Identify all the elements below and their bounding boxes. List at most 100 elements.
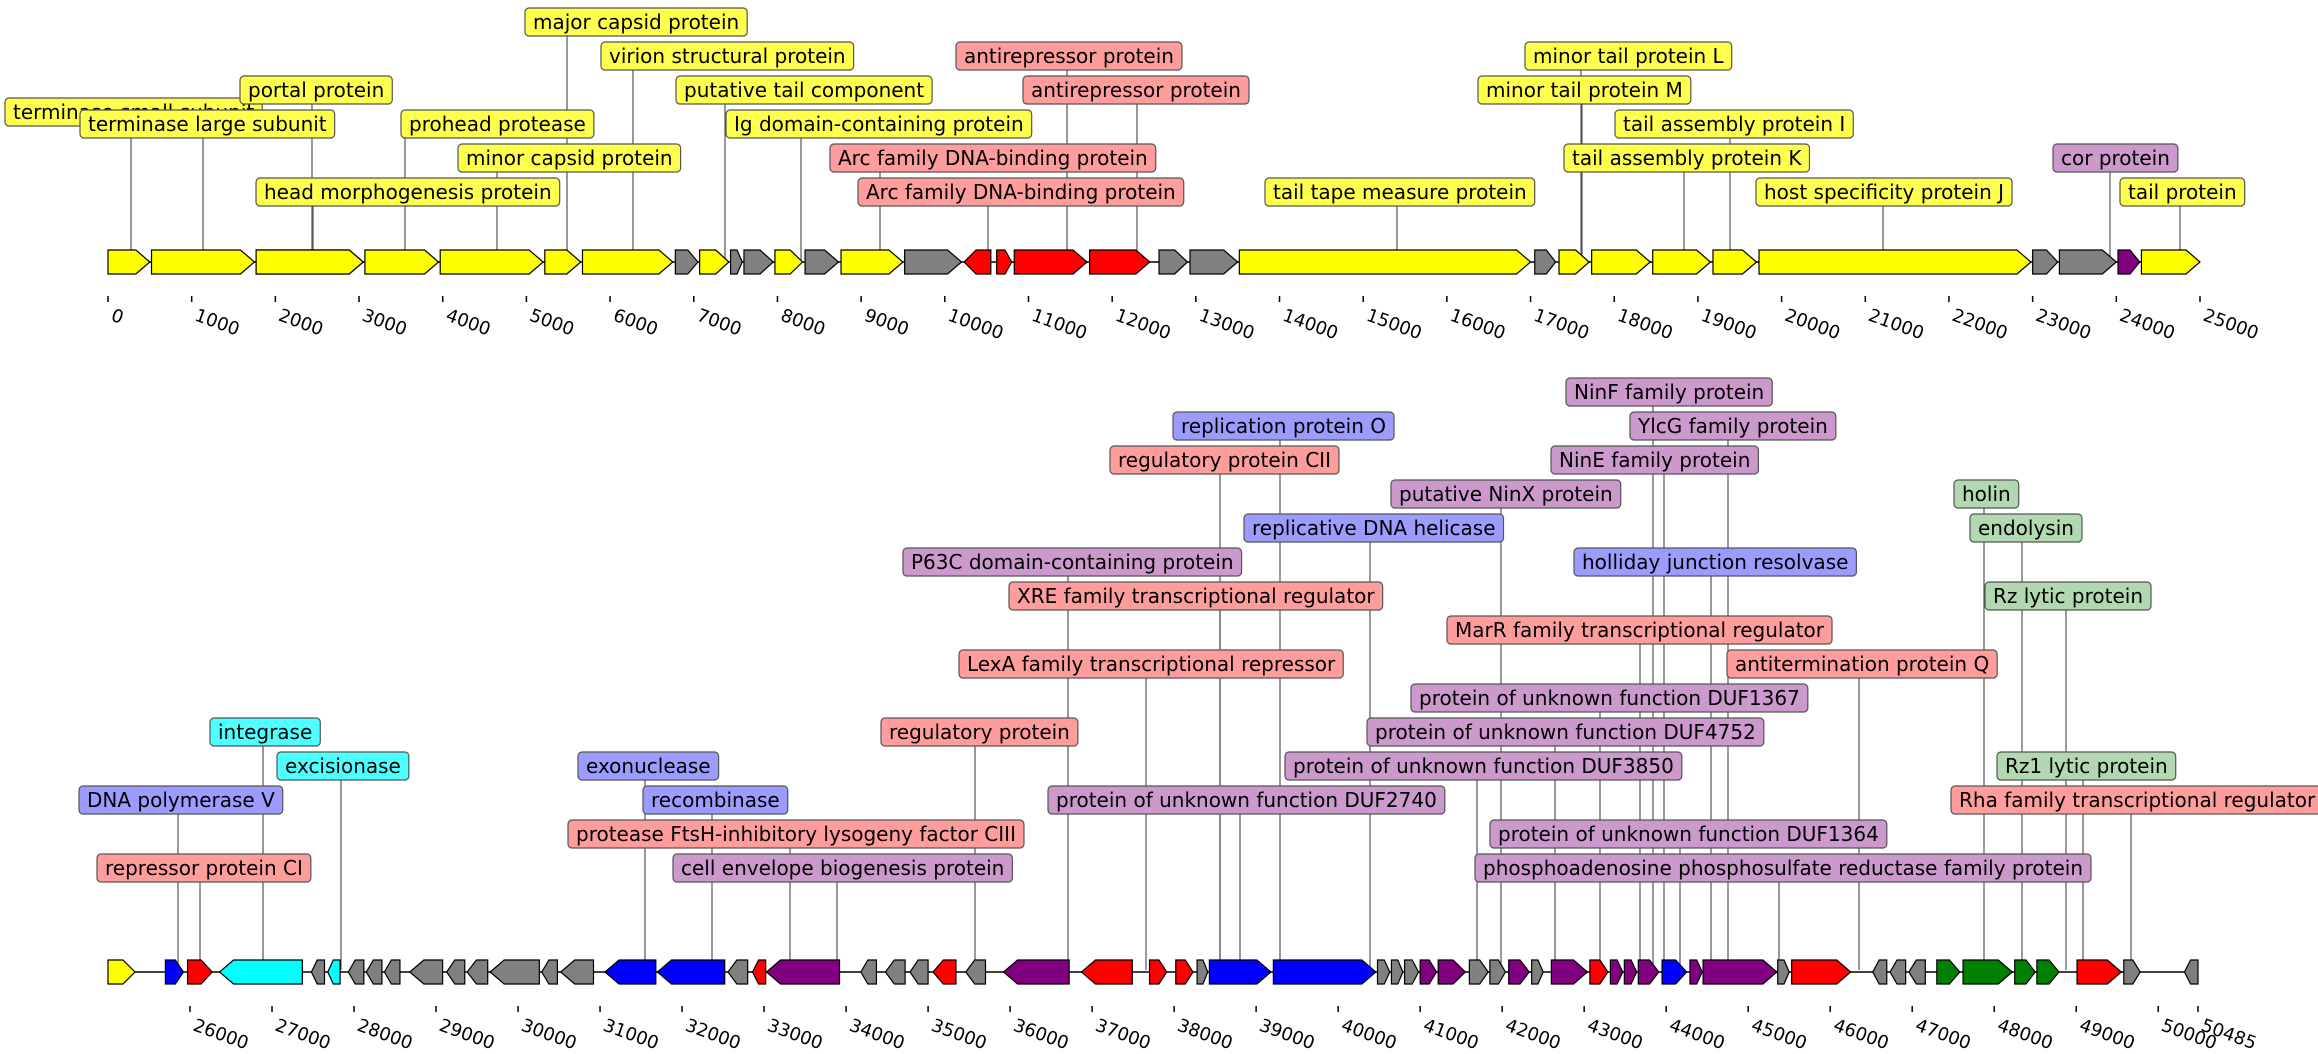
- gene-arrow: [439, 249, 545, 275]
- gene-arrow: [186, 959, 213, 985]
- gene-arrow: [2123, 959, 2141, 985]
- gene-label: tail assembly protein K: [1563, 143, 1811, 173]
- gene-label: minor capsid protein: [457, 143, 682, 173]
- gene-arrow: [1531, 959, 1544, 985]
- gene-label-box: [675, 75, 933, 105]
- gene-arrow: [743, 249, 775, 275]
- gene-arrow: [383, 959, 401, 985]
- gene-label: tail protein: [2119, 177, 2246, 207]
- gene-label-box: [672, 853, 1013, 883]
- gene-arrow: [327, 959, 341, 985]
- tick-label: 18000: [1615, 305, 1676, 344]
- gene-label: replication protein O: [1172, 411, 1395, 441]
- gene-arrow: [2076, 959, 2123, 985]
- gene-label: protein of unknown function DUF1367: [1410, 683, 1809, 713]
- tick-label: 13000: [1196, 305, 1257, 344]
- gene-arrow: [774, 249, 804, 275]
- gene-arrow: [1702, 959, 1778, 985]
- gene-arrow: [1758, 249, 2032, 275]
- tick-label: 14000: [1280, 305, 1341, 344]
- tick-label: 34000: [846, 1015, 907, 1054]
- gene-label-text: protein of unknown function DUF1367: [1419, 686, 1800, 710]
- gene-arrow: [1936, 959, 1961, 985]
- gene-arrow: [408, 959, 444, 985]
- gene-label-text: minor tail protein M: [1486, 78, 1683, 102]
- gene-arrow: [310, 959, 326, 985]
- gene-arrow: [347, 959, 365, 985]
- gene-label: Rha family transcriptional regulator: [1950, 785, 2318, 815]
- gene-label: recombinase: [642, 785, 789, 815]
- gene-label-box: [1550, 445, 1759, 475]
- gene-arrow: [1652, 249, 1712, 275]
- gene-arrow: [1208, 959, 1272, 985]
- tick-label: 19000: [1698, 305, 1759, 344]
- tick-label: 24000: [2117, 305, 2178, 344]
- gene-label-box: [96, 853, 312, 883]
- gene-label-text: repressor protein CI: [105, 856, 303, 880]
- gene-label-text: prohead protease: [409, 112, 586, 136]
- gene-label-box: [1629, 411, 1837, 441]
- gene-label-box: [1366, 717, 1765, 747]
- gene-arrow: [699, 249, 730, 275]
- tick-label: 8000: [778, 305, 828, 340]
- gene-arrow: [1908, 959, 1926, 985]
- gene-label-box: [1969, 513, 2083, 543]
- gene-arrow: [2117, 249, 2141, 275]
- gene-label-text: protein of unknown function DUF2740: [1056, 788, 1437, 812]
- gene-arrow: [1080, 959, 1133, 985]
- gene-arrow: [364, 249, 440, 275]
- gene-label-text: antitermination protein Q: [1735, 652, 1989, 676]
- gene-label-box: [1565, 377, 1773, 407]
- gene-label-box: [1726, 649, 1998, 679]
- gene-arrow: [1550, 959, 1589, 985]
- gene-label-box: [600, 41, 855, 71]
- gene-label-text: holin: [1962, 482, 2011, 506]
- gene-label: cor protein: [2052, 143, 2179, 173]
- tick-label: 23000: [2033, 305, 2094, 344]
- gene-arrow: [904, 249, 963, 275]
- gene-label-text: endolysin: [1978, 516, 2074, 540]
- gene-label-text: regulatory protein CII: [1118, 448, 1331, 472]
- tick-label: 45000: [1748, 1015, 1809, 1054]
- gene-label: repressor protein CI: [96, 853, 312, 883]
- gene-label-box: [880, 717, 1079, 747]
- gene-label: major capsid protein: [524, 7, 748, 37]
- gene-arrow: [1872, 959, 1888, 985]
- gene-label-text: host specificity protein J: [1764, 180, 2004, 204]
- gene-label-box: [1563, 143, 1811, 173]
- gene-label: terminase large subunit: [79, 109, 336, 139]
- gene-label-text: P63C domain-containing protein: [911, 550, 1234, 574]
- gene-label: Rz lytic protein: [1984, 581, 2152, 611]
- gene-arrow: [932, 959, 957, 985]
- gene-label: head morphogenesis protein: [255, 177, 561, 207]
- gene-label-box: [955, 41, 1183, 71]
- gene-label-text: recombinase: [651, 788, 780, 812]
- gene-label-text: excisionase: [285, 754, 401, 778]
- gene-label: host specificity protein J: [1755, 177, 2013, 207]
- gene-label: LexA family transcriptional repressor: [958, 649, 1344, 679]
- gene-label: replicative DNA helicase: [1243, 513, 1505, 543]
- gene-arrow: [1558, 249, 1591, 275]
- gene-label-box: [1284, 751, 1683, 781]
- gene-label: putative tail component: [675, 75, 933, 105]
- tick-label: 20000: [1782, 305, 1843, 344]
- gene-label-box: [524, 7, 748, 37]
- gene-arrow: [1661, 959, 1688, 985]
- gene-arrow: [1175, 959, 1194, 985]
- tick-label: 41000: [1420, 1015, 1481, 1054]
- gene-label-text: Rha family transcriptional regulator: [1959, 788, 2316, 812]
- gene-arrow: [1777, 959, 1790, 985]
- gene-label-text: protein of unknown function DUF1364: [1498, 822, 1879, 846]
- tick-label: 47000: [1912, 1015, 1973, 1054]
- tick-label: 42000: [1502, 1015, 1563, 1054]
- gene-arrow: [656, 959, 726, 985]
- gene-arrow: [1609, 959, 1624, 985]
- gene-arrow: [150, 249, 256, 275]
- gene-arrow: [965, 959, 987, 985]
- gene-label: exonuclease: [577, 751, 720, 781]
- gene-label-text: NinF family protein: [1574, 380, 1764, 404]
- gene-arrow: [1002, 959, 1070, 985]
- gene-arrow: [1889, 959, 1907, 985]
- gene-label: YlcG family protein: [1629, 411, 1837, 441]
